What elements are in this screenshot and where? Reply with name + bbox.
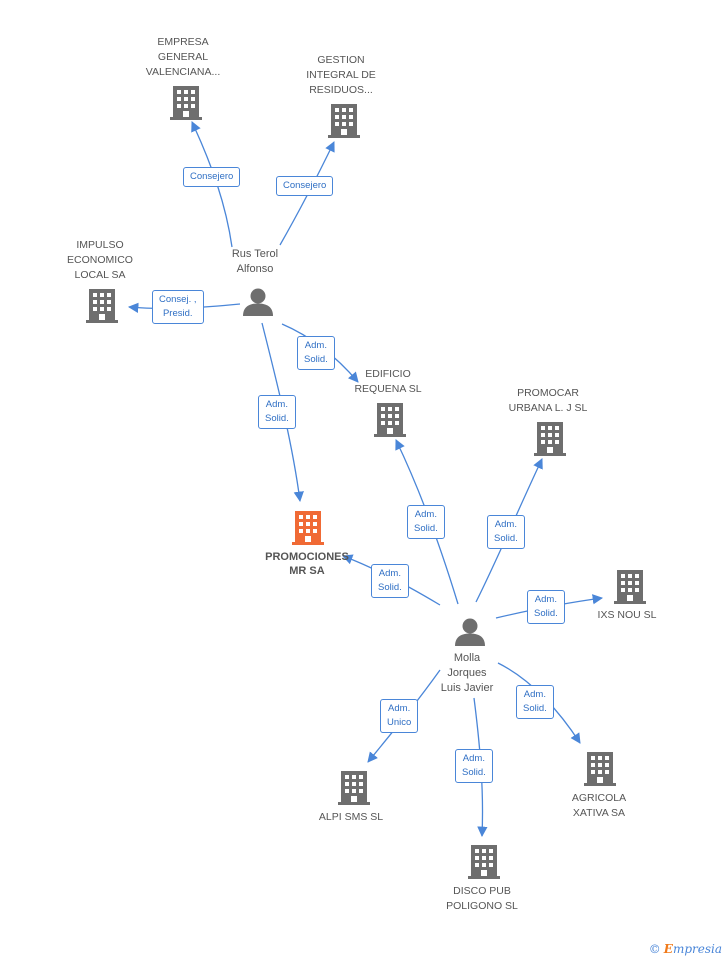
edge-label-rus-empresa: Consejero bbox=[183, 167, 241, 187]
edge-label-molla-promociones: Adm. Solid. bbox=[371, 564, 409, 598]
node-gestion-integral[interactable]: GESTION INTEGRAL DE RESIDUOS... bbox=[266, 53, 416, 98]
building-icon bbox=[374, 403, 406, 437]
label-line: Solid. bbox=[414, 523, 438, 534]
copyright-symbol: © bbox=[648, 942, 661, 956]
edge-label-molla-promocar: Adm. Solid. bbox=[487, 515, 525, 549]
label-line: URBANA L. J SL bbox=[508, 402, 588, 414]
label-line: Adm. bbox=[534, 594, 557, 605]
label-line: AGRICOLA bbox=[571, 792, 627, 804]
node-disco-pub[interactable]: DISCO PUB POLIGONO SL bbox=[407, 884, 557, 914]
label-line: PROMOCAR bbox=[517, 387, 579, 399]
label-line: Adm. bbox=[388, 703, 411, 714]
label-line: VALENCIANA... bbox=[145, 66, 221, 78]
building-icon bbox=[170, 86, 202, 120]
label-line: GENERAL bbox=[157, 51, 209, 63]
person-icon bbox=[243, 288, 273, 316]
edge-label-molla-ixs: Adm. Solid. bbox=[527, 590, 565, 624]
label-line: Solid. bbox=[265, 413, 289, 424]
label-line: Presid. bbox=[162, 308, 193, 319]
label-line: Solid. bbox=[534, 608, 558, 619]
edge-label-molla-edificio: Adm. Solid. bbox=[407, 505, 445, 539]
node-agricola[interactable]: AGRICOLA XATIVA SA bbox=[524, 791, 674, 821]
building-icon bbox=[328, 104, 360, 138]
building-icon bbox=[292, 511, 324, 545]
label-line: Luis Javier bbox=[440, 682, 494, 694]
node-impulso[interactable]: IMPULSO ECONOMICO LOCAL SA bbox=[25, 238, 175, 283]
label-line: Adm. bbox=[494, 519, 517, 530]
label-line: Solid. bbox=[378, 582, 402, 593]
label-line: Consej. , bbox=[159, 294, 197, 305]
label-line: Molla bbox=[453, 652, 481, 664]
node-promocar[interactable]: PROMOCAR URBANA L. J SL bbox=[473, 386, 623, 416]
label-line: Solid. bbox=[462, 767, 486, 778]
edge-label-molla-alpi: Adm. Unico bbox=[380, 699, 419, 733]
edge-label-rus-impulso: Consej. , Presid. bbox=[152, 290, 204, 324]
label-line: Adm. bbox=[304, 340, 327, 351]
label-line: Adm. bbox=[523, 689, 546, 700]
label-line: DISCO PUB bbox=[453, 885, 511, 897]
building-icon bbox=[534, 422, 566, 456]
edge-label-rus-edificio: Adm. Solid. bbox=[297, 336, 335, 370]
label-line: Adm. bbox=[265, 399, 288, 410]
edge-label-molla-agricola: Adm. Solid. bbox=[516, 685, 554, 719]
edge-label-molla-disco: Adm. Solid. bbox=[455, 749, 493, 783]
label-line: Consejero bbox=[190, 171, 234, 182]
label-line: Rus Terol bbox=[231, 248, 279, 260]
label-line: ALPI SMS SL bbox=[318, 811, 384, 823]
building-icon bbox=[614, 570, 646, 604]
node-ixs-nou[interactable]: IXS NOU SL bbox=[552, 608, 702, 623]
edge-label-rus-gestion: Consejero bbox=[276, 176, 334, 196]
label-line: INTEGRAL DE bbox=[306, 69, 376, 81]
label-line: Solid. bbox=[494, 533, 518, 544]
label-line: XATIVA SA bbox=[572, 807, 626, 819]
label-line: PROMOCIONES bbox=[265, 551, 349, 563]
label-line: EDIFICIO bbox=[365, 368, 411, 380]
label-line: Alfonso bbox=[236, 263, 274, 275]
building-icon bbox=[338, 771, 370, 805]
label-line: GESTION bbox=[317, 54, 365, 66]
label-line: RESIDUOS... bbox=[309, 84, 373, 96]
label-line: IMPULSO bbox=[76, 239, 124, 251]
label-line: Adm. bbox=[378, 568, 401, 579]
person-icon bbox=[455, 618, 485, 646]
label-line: Jorques bbox=[447, 667, 487, 679]
node-edificio-requena[interactable]: EDIFICIO REQUENA SL bbox=[313, 367, 463, 397]
label-line: POLIGONO SL bbox=[446, 900, 518, 912]
node-empresa-general[interactable]: EMPRESA GENERAL VALENCIANA... bbox=[108, 35, 258, 80]
label-line: ECONOMICO bbox=[67, 254, 133, 266]
label-line: EMPRESA bbox=[157, 36, 209, 48]
label-line: Unico bbox=[387, 717, 412, 728]
label-line: IXS NOU SL bbox=[597, 609, 657, 621]
label-line: REQUENA SL bbox=[354, 383, 422, 395]
label-line: Adm. bbox=[414, 509, 437, 520]
label-line: Solid. bbox=[523, 703, 547, 714]
building-icon bbox=[584, 752, 616, 786]
building-icon bbox=[468, 845, 500, 879]
brand-name: mpresia bbox=[672, 942, 722, 956]
edge-label-rus-promociones: Adm. Solid. bbox=[258, 395, 296, 429]
brand-watermark: ©Empresia bbox=[649, 942, 722, 956]
label-line: Adm. bbox=[462, 753, 485, 764]
label-line: Consejero bbox=[283, 180, 327, 191]
label-line: MR SA bbox=[289, 565, 325, 577]
label-line: Solid. bbox=[304, 354, 328, 365]
label-line: LOCAL SA bbox=[74, 269, 126, 281]
node-promociones[interactable]: PROMOCIONES MR SA bbox=[232, 550, 382, 578]
node-alpi-sms[interactable]: ALPI SMS SL bbox=[276, 810, 426, 825]
building-icon bbox=[86, 289, 118, 323]
brand-initial: E bbox=[663, 942, 673, 956]
